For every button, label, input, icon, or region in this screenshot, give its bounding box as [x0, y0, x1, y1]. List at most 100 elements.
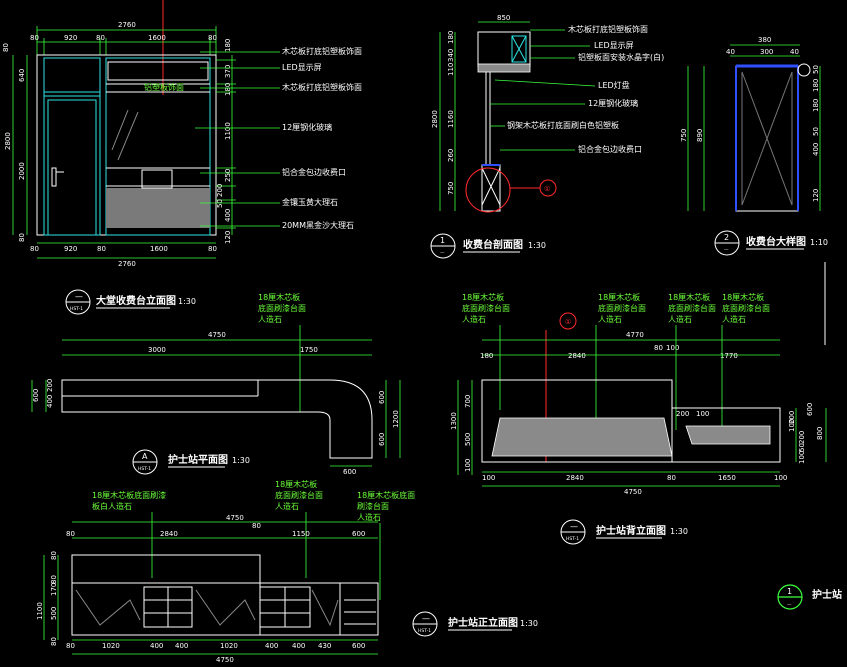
- dim-top-4: 1600: [148, 34, 166, 42]
- dim-right-2: 370: [224, 65, 232, 78]
- dim-top-2: 40: [726, 48, 735, 56]
- note-3-line-1: 18厘木芯板底面: [357, 490, 415, 500]
- dim-top-3: 80: [252, 522, 261, 530]
- dim-bot-3: 400: [150, 642, 163, 650]
- view-title: 护士站平面图: [168, 453, 228, 466]
- tag-bottom: HST-1: [418, 628, 431, 634]
- dim-bot-5: 100: [774, 474, 787, 482]
- note-2-line-3: 人造石: [275, 501, 299, 511]
- dim-left-7: 750: [447, 182, 455, 195]
- tag-bottom: —: [440, 251, 445, 256]
- dim-left-4: 100: [464, 459, 472, 472]
- dim-top-total: 4750: [208, 331, 226, 339]
- dim-left-3: 170: [50, 583, 58, 596]
- dim-left-2: 200: [46, 379, 54, 392]
- dim-left-4: 500: [50, 607, 58, 620]
- note-1-line-2: 板白人造石: [92, 501, 132, 511]
- dim-left-1: 80: [50, 551, 58, 560]
- nurse-plan-view: 18厘木芯板 底面刷漆台面 人造石 4750 3000 1750 600 200…: [31, 292, 401, 476]
- dim-left-3: 2000: [18, 162, 26, 180]
- tag-top: 2: [724, 233, 729, 242]
- note-1-line-3: 人造石: [462, 314, 486, 324]
- note-5: 12厘钢化玻璃: [588, 98, 638, 108]
- tag-top: —: [422, 614, 430, 623]
- dim-top-4: 40: [790, 48, 799, 56]
- dim-bot-total: 4750: [624, 488, 642, 496]
- tag-top: 1: [440, 236, 445, 245]
- dim-left-2: 640: [18, 69, 26, 82]
- dim-top-total: 4770: [626, 331, 644, 339]
- view-title: 护士站正立面图: [448, 616, 518, 629]
- note-2: LED显示屏: [282, 63, 322, 72]
- dim-right-1: 180: [224, 39, 232, 52]
- dim-bottom: 600: [343, 468, 356, 476]
- dim-top-1: 80: [30, 34, 39, 42]
- dim-right-1: 50: [812, 65, 820, 74]
- detail-callout-circle: [465, 167, 511, 213]
- dim-bot-2: 2840: [566, 474, 584, 482]
- dim-top-2: 2840: [160, 530, 178, 538]
- dim-right-7: 50: [216, 199, 224, 208]
- dim-left-3: 110: [447, 63, 455, 76]
- dim-left-5: 80: [18, 233, 26, 242]
- dim-left-3: 500: [464, 433, 472, 446]
- dim-bot-3: 80: [97, 245, 106, 253]
- note-2-line-1: 18厘木芯板: [598, 292, 640, 302]
- dim-left-6: 80: [50, 637, 58, 646]
- view-title: 大堂收费台立面图: [96, 294, 176, 307]
- dim-right-2: 100: [788, 419, 796, 432]
- view-scale: 1:30: [232, 456, 250, 465]
- note-4: 12厘钢化玻璃: [282, 122, 332, 132]
- dim-bot-4: 1650: [718, 474, 736, 482]
- note-line-2: 底面刷漆台面: [258, 303, 306, 313]
- note-7: 20MM黑金沙大理石: [282, 220, 354, 230]
- dim-right-3: 600: [378, 433, 386, 446]
- dim-left-4: 2800: [4, 132, 12, 150]
- note-7: 铝合金包边收费口: [578, 144, 642, 154]
- note-1: 木芯板打底铝塑板饰面: [568, 24, 648, 34]
- dim-left-2: 80: [50, 575, 58, 584]
- view-title: 收费台大样图: [746, 235, 806, 248]
- note-3-line-1: 18厘木芯板: [668, 292, 710, 302]
- dim-left-3: 400: [46, 395, 54, 408]
- tag-bottom: —: [787, 603, 792, 608]
- dim-top-2: 2840: [568, 352, 586, 360]
- dim-top-1: 380: [758, 36, 771, 44]
- dim-right-6: 200: [216, 184, 224, 197]
- dim-top-1: 3000: [148, 346, 166, 354]
- view-scale: 1:30: [670, 527, 688, 536]
- view-title: 护士站背立面图: [596, 524, 666, 537]
- tag-top: —: [75, 292, 83, 301]
- view-title: 护士站: [812, 588, 842, 601]
- dim-top-total: 4750: [226, 514, 244, 522]
- cashier-detail-view: 380 40 300 40 750 890 50 180 180 50 400 …: [680, 36, 828, 345]
- dim-bot-total: 2760: [118, 260, 136, 268]
- note-3-line-3: 人造石: [357, 512, 381, 522]
- note-6: 金镶玉黄大理石: [282, 197, 338, 207]
- note-1-line-1: 18厘木芯板底面刷漆: [92, 490, 166, 500]
- tag-bottom: HST-1: [70, 306, 83, 312]
- callout-label: ①: [544, 185, 550, 193]
- note-4-line-2: 底面刷漆台面: [722, 303, 770, 313]
- dim-top-4: 1150: [292, 530, 310, 538]
- dim-right-1: 600: [378, 391, 386, 404]
- tag-bottom: —: [724, 248, 729, 253]
- dim-right-6: 120: [812, 189, 820, 202]
- view-scale: 1:30: [178, 297, 196, 306]
- note-line-1: 18厘木芯板: [258, 292, 300, 302]
- dim-right-3: 180: [224, 83, 232, 96]
- inner-dim-1: 200: [676, 410, 689, 418]
- dim-right-7: 600: [806, 403, 814, 416]
- dim-left-5: 1100: [36, 602, 44, 620]
- dim-bot-3: 80: [667, 474, 676, 482]
- dim-bot-total: 4750: [216, 656, 234, 664]
- dim-bot-1: 80: [30, 245, 39, 253]
- view-scale: 1:30: [528, 241, 546, 250]
- dim-bot-4: 400: [175, 642, 188, 650]
- dim-left-1: 700: [464, 395, 472, 408]
- dim-top: 850: [497, 14, 510, 22]
- dim-right-5: 250: [224, 169, 232, 182]
- dim-right-4: 50: [812, 127, 820, 136]
- dim-bot-2: 920: [64, 245, 77, 253]
- note-5: 铝合金包边收费口: [282, 167, 346, 177]
